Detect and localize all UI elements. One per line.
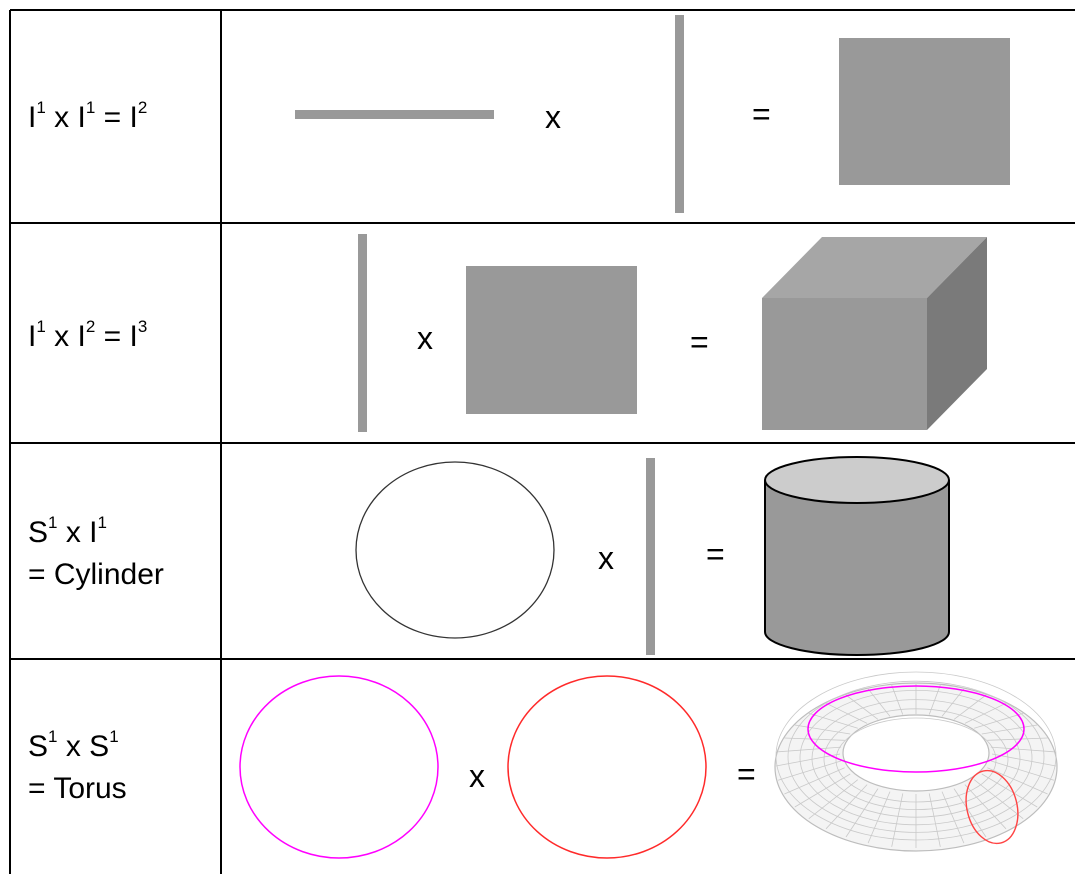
torus-meridian-line	[784, 767, 845, 795]
torus-meridian-line	[964, 784, 1007, 830]
red-circle-icon	[507, 675, 707, 859]
equals-operator: =	[737, 756, 756, 792]
torus-meridian-line	[845, 788, 879, 838]
times-operator: x	[469, 758, 485, 794]
vertical-segment-icon	[646, 458, 655, 655]
times-operator: x	[545, 99, 561, 135]
square-icon	[466, 266, 637, 414]
cube-icon	[762, 237, 987, 430]
torus-icon	[774, 671, 1058, 852]
torus-meridian-line	[928, 793, 941, 847]
row-3-label: S1 x I1 = Cylinder	[28, 512, 164, 596]
torus-meridian-line	[987, 767, 1048, 795]
magenta-circle-icon	[239, 675, 439, 859]
torus-meridian-line	[941, 791, 965, 844]
torus-meridian-line	[794, 773, 851, 808]
torus-meridian-line	[825, 784, 868, 830]
row-1-label: I1 x I1 = I2	[28, 98, 148, 134]
torus-meridian-line	[990, 760, 1055, 781]
row-4-result: = Torus	[28, 772, 127, 805]
equals-operator: =	[706, 536, 725, 572]
torus-meridian-line	[981, 724, 1038, 735]
torus-meridian-line	[891, 685, 904, 715]
row-2-label: I1 x I2 = I3	[28, 317, 148, 353]
torus-meridian-line	[891, 793, 904, 847]
torus-meridian-line	[867, 791, 891, 844]
torus-meridian-line	[973, 779, 1024, 820]
cylinder-icon	[764, 456, 950, 656]
circle-icon	[355, 461, 555, 639]
torus-meridian-line	[953, 788, 987, 838]
torus-meridian-line	[928, 685, 941, 715]
torus-meridian-line	[808, 712, 858, 729]
torus-meridian-line	[953, 694, 987, 720]
times-operator: x	[417, 320, 433, 356]
torus-meridian-line	[808, 779, 859, 820]
torus-meridian-line	[845, 694, 879, 720]
torus-meridian-line	[778, 746, 842, 753]
times-operator: x	[598, 540, 614, 576]
vertical-segment-icon	[675, 15, 684, 213]
torus-meridian-line	[987, 737, 1048, 741]
torus-meridian-line	[974, 712, 1024, 729]
torus-meridian-line	[964, 702, 1007, 724]
torus-meridian-line	[784, 737, 845, 741]
torus-meridian-line	[991, 753, 1057, 767]
torus-meridian-line	[867, 688, 891, 717]
torus-meridian-line	[825, 702, 868, 724]
square-icon	[839, 38, 1010, 185]
vertical-segment-icon	[358, 234, 367, 432]
equals-operator: =	[690, 324, 709, 360]
torus-meridian-line	[775, 753, 841, 767]
torus-meridian-line	[990, 746, 1054, 753]
torus-meridian-line	[941, 688, 965, 717]
horizontal-segment-icon	[295, 110, 494, 119]
equals-operator: =	[752, 96, 771, 132]
table-grid	[9, 9, 1075, 874]
row-4-label: S1 x S1 = Torus	[28, 726, 127, 810]
torus-meridian-line	[794, 724, 851, 735]
torus-meridian-line	[981, 773, 1038, 808]
row-3-result: = Cylinder	[28, 558, 164, 591]
torus-meridian-line	[777, 760, 842, 781]
